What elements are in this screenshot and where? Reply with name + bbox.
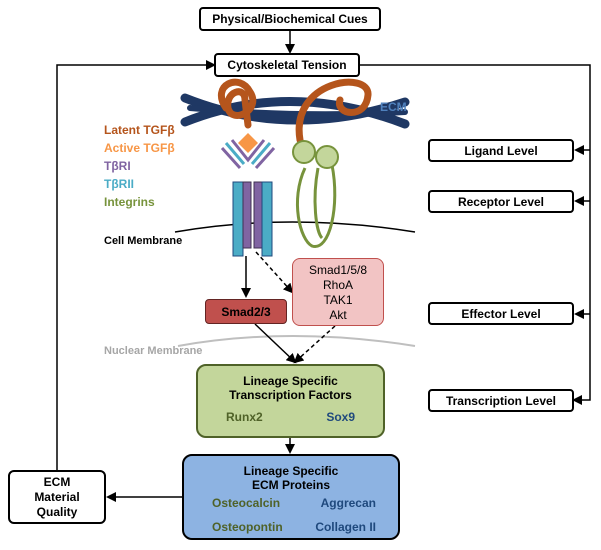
legend-integrins: Integrins bbox=[104, 195, 155, 209]
ecm-quality-line1: ECM bbox=[43, 475, 71, 489]
effector-akt: Akt bbox=[329, 308, 347, 322]
effector-level-box: Effector Level bbox=[428, 302, 574, 325]
tbrii-receptor-left bbox=[232, 181, 244, 257]
active-tgfb-diamond bbox=[238, 133, 258, 153]
cell-membrane-line bbox=[174, 221, 416, 233]
effector-rhoa: RhoA bbox=[322, 278, 354, 292]
smad23-box: Smad2/3 bbox=[205, 299, 287, 324]
ecm-quality-line3: Quality bbox=[36, 505, 78, 519]
integrin-tgfb-loop bbox=[295, 78, 372, 144]
tf-title-line2: Transcription Factors bbox=[229, 388, 352, 402]
tf-runx2: Runx2 bbox=[226, 410, 263, 424]
cell-membrane-label: Cell Membrane bbox=[104, 235, 183, 247]
legend-latent-tgfb: Latent TGFβ bbox=[104, 123, 175, 137]
tbri-receptor-left bbox=[242, 181, 252, 249]
ecm-aggrecan: Aggrecan bbox=[320, 496, 376, 510]
tf-title-line1: Lineage Specific bbox=[243, 374, 338, 388]
nuclear-membrane-line bbox=[177, 335, 416, 347]
ligand-level-box: Ligand Level bbox=[428, 139, 574, 162]
tf-sox9: Sox9 bbox=[326, 410, 355, 424]
ecm-label: ECM bbox=[380, 100, 407, 114]
effectors-box: Smad1/5/8 RhoA TAK1 Akt bbox=[292, 258, 384, 326]
receptor-level-box: Receptor Level bbox=[428, 190, 574, 213]
tbri-receptor-right bbox=[253, 181, 263, 249]
ecm-osteopontin: Osteopontin bbox=[212, 520, 283, 534]
ecm-quality-line2: Material bbox=[34, 490, 80, 504]
integrin-shape bbox=[296, 164, 337, 248]
tbrii-receptor-right bbox=[261, 181, 273, 257]
receptor-arms bbox=[220, 139, 276, 170]
transcription-factors-box: Lineage Specific Transcription Factors R… bbox=[196, 364, 385, 438]
ecm-proteins-box: Lineage Specific ECM Proteins Osteocalci… bbox=[182, 454, 400, 540]
legend-active-tgfb: Active TGFβ bbox=[104, 141, 175, 155]
ecm-material-quality-box: ECM Material Quality bbox=[8, 470, 106, 524]
nuclear-membrane-label: Nuclear Membrane bbox=[104, 345, 203, 357]
cytoskeletal-tension-box: Cytoskeletal Tension bbox=[214, 53, 360, 77]
ecm-title-line1: Lineage Specific bbox=[243, 464, 339, 478]
effector-smad158: Smad1/5/8 bbox=[308, 263, 368, 277]
legend: Latent TGFβ Active TGFβ TβRI TβRII Integ… bbox=[104, 123, 175, 209]
effector-tak1: TAK1 bbox=[323, 293, 353, 307]
physical-biochemical-cues-box: Physical/Biochemical Cues bbox=[199, 7, 381, 31]
ecm-osteocalcin: Osteocalcin bbox=[212, 496, 281, 510]
legend-tbrii: TβRII bbox=[104, 177, 134, 191]
legend-tbri: TβRI bbox=[104, 159, 131, 173]
latent-tgfb-shape bbox=[217, 78, 257, 129]
transcription-level-box: Transcription Level bbox=[428, 389, 574, 412]
ecm-collagen-ii: Collagen II bbox=[315, 520, 376, 534]
ecm-fibers bbox=[180, 93, 410, 129]
ecm-title-line2: ECM Proteins bbox=[251, 478, 330, 492]
